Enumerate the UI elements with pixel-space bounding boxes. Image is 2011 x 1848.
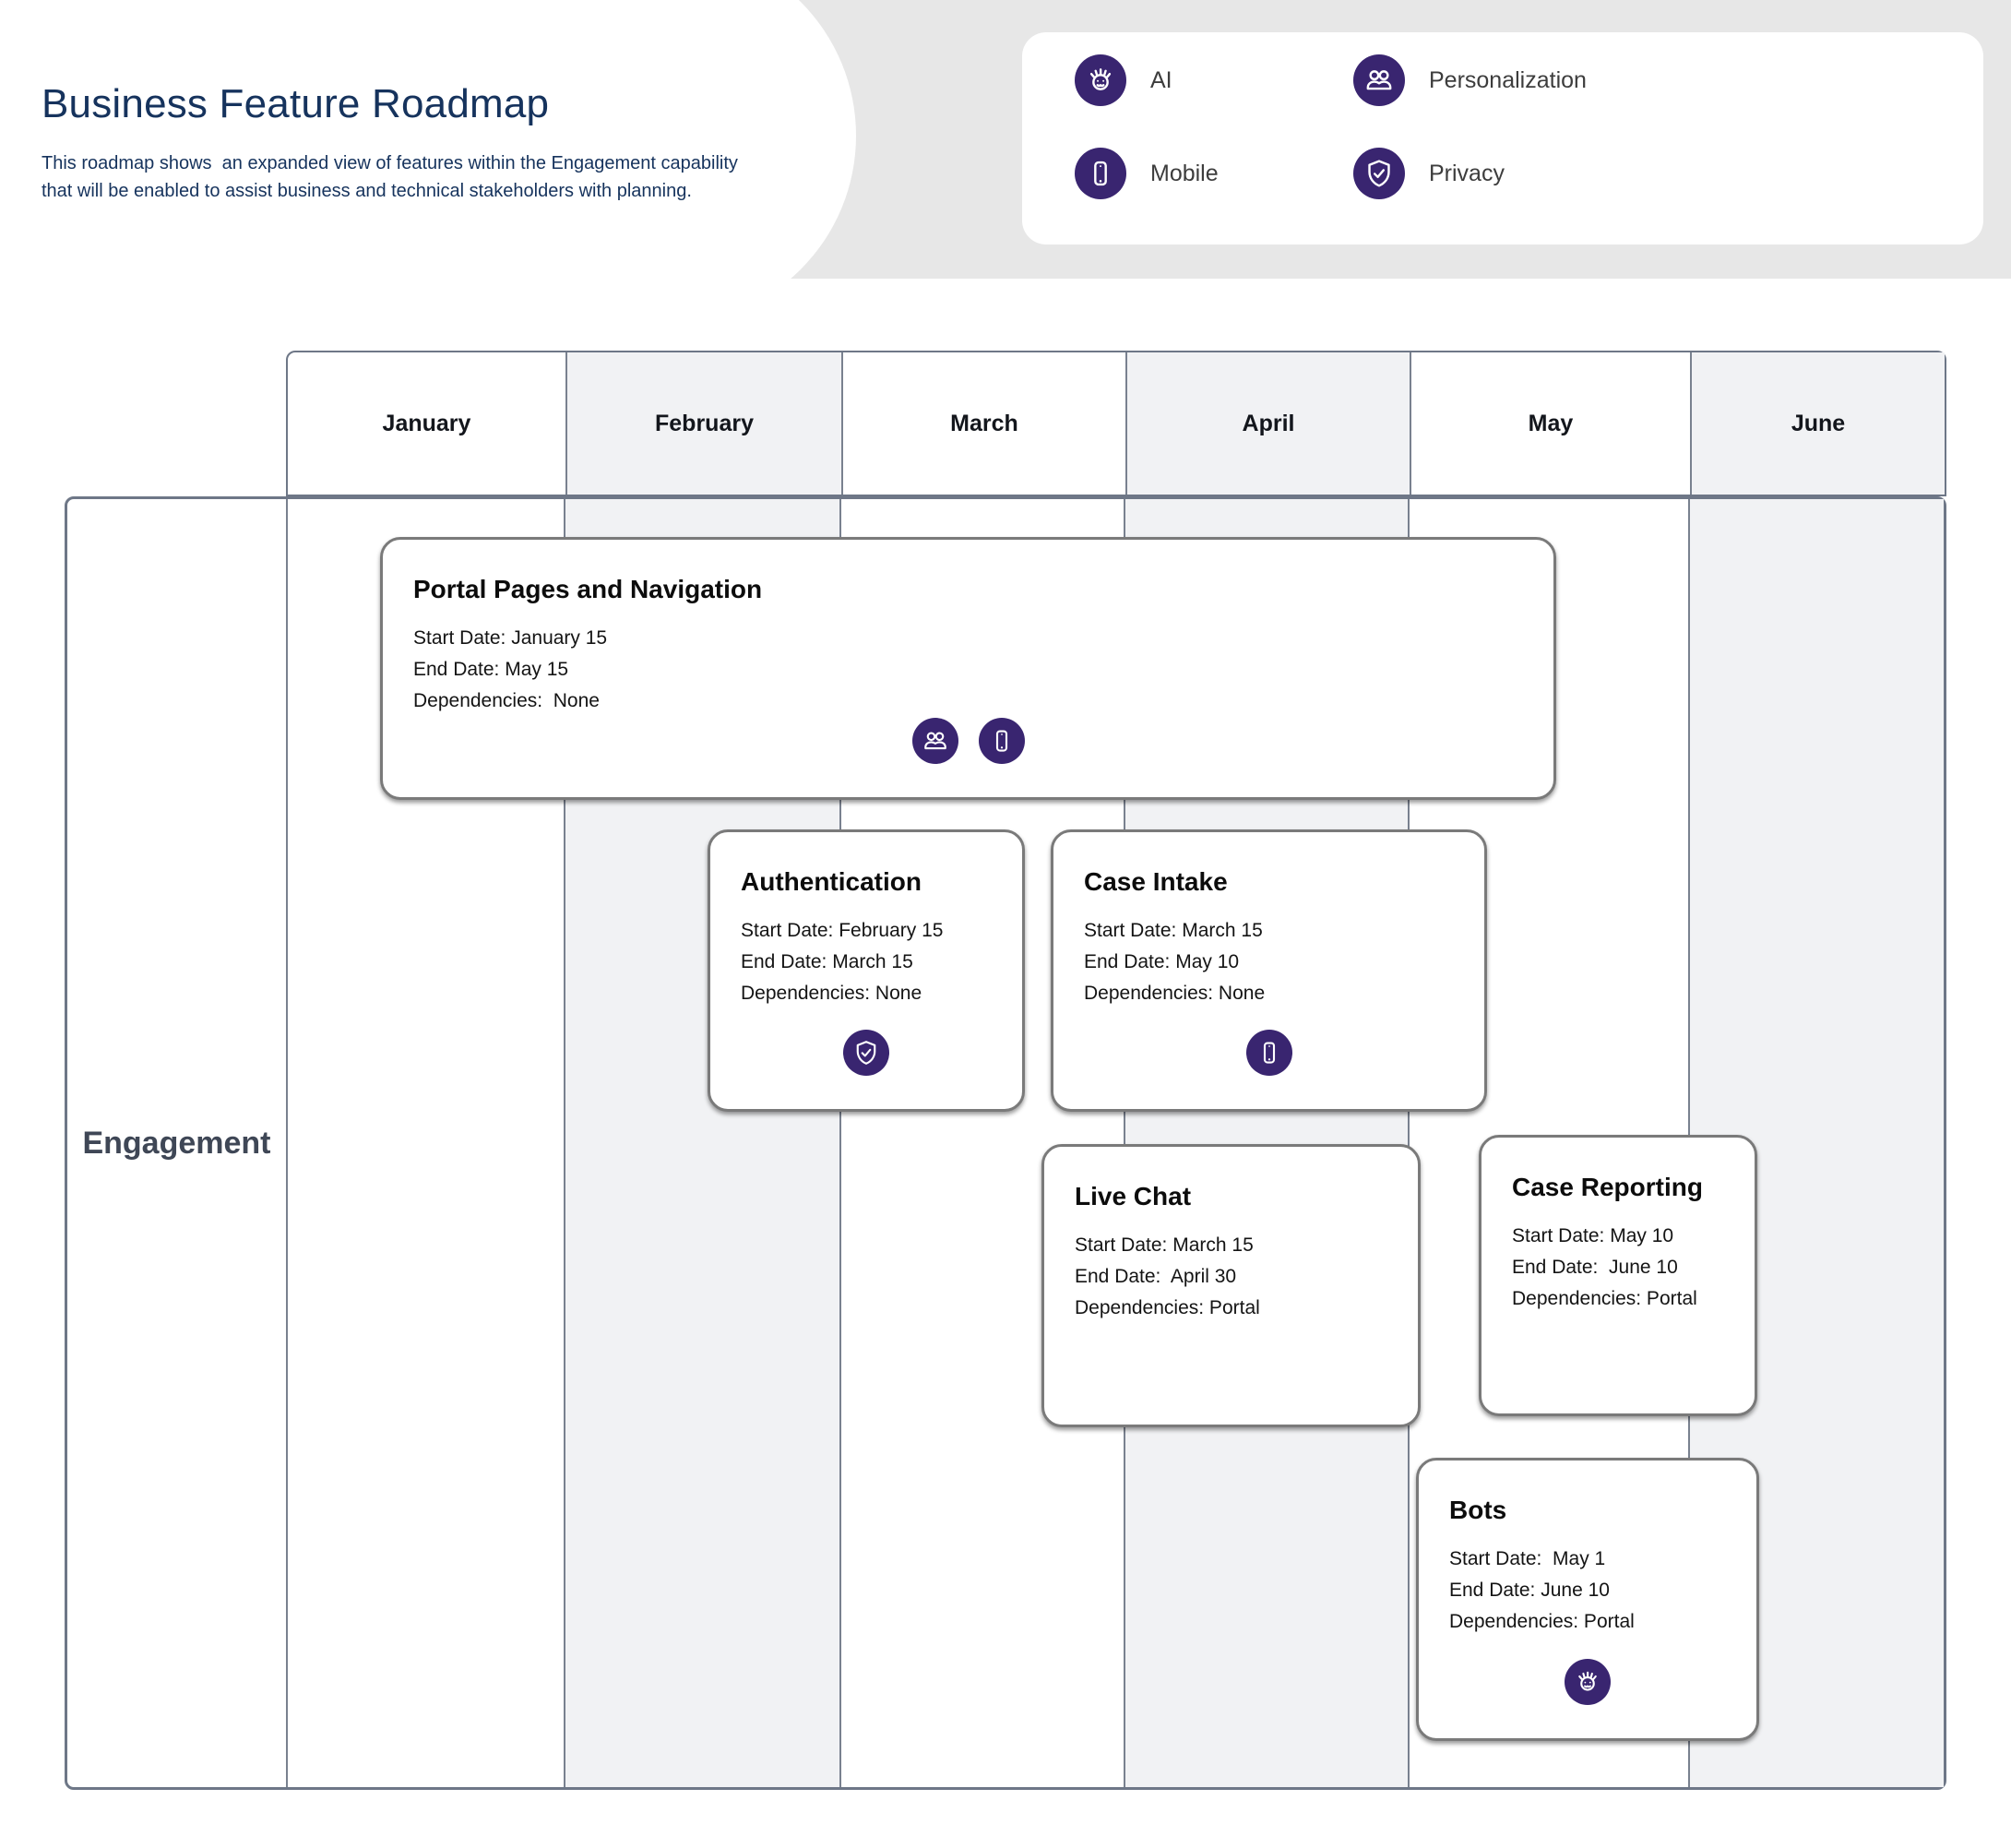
month-header-june: June	[1690, 352, 1945, 495]
feature-icon-row	[1419, 1659, 1756, 1705]
feature-title: Bots	[1449, 1496, 1507, 1524]
feature-card-live-chat: Live Chat Start Date: March 15 End Date:…	[1041, 1144, 1421, 1427]
mobile-icon	[1075, 148, 1126, 199]
feature-end-date: End Date: March 15	[741, 951, 913, 972]
month-header-february: February	[565, 352, 841, 495]
gridline-mar-apr	[1124, 499, 1125, 1787]
feature-card-portal-pages: Portal Pages and Navigation Start Date: …	[380, 537, 1556, 800]
title-block: Business Feature Roadmap This roadmap sh…	[42, 81, 761, 205]
feature-dependencies: Dependencies: Portal	[1512, 1288, 1697, 1309]
row-label-box: Engagement	[67, 499, 286, 1787]
feature-title: Case Intake	[1084, 867, 1228, 896]
legend-label-privacy: Privacy	[1429, 160, 1505, 186]
feature-card-case-reporting: Case Reporting Start Date: May 10 End Da…	[1479, 1135, 1757, 1416]
legend-label-personalization: Personalization	[1429, 66, 1587, 93]
feature-start-date: Start Date: January 15	[413, 627, 608, 649]
legend-label-ai: AI	[1150, 66, 1172, 93]
legend-item-ai: AI	[1075, 54, 1172, 106]
legend-item-personalization: Personalization	[1353, 54, 1587, 106]
gridline-jan-feb	[564, 499, 565, 1787]
feature-start-date: Start Date: February 15	[741, 920, 944, 941]
feature-dependencies: Dependencies: Portal	[1075, 1297, 1260, 1318]
feature-dependencies: Dependencies: None	[741, 983, 922, 1004]
feature-dependencies: Dependencies: None	[413, 690, 600, 711]
feature-title: Live Chat	[1075, 1182, 1192, 1210]
row-label-divider	[286, 499, 288, 1787]
personalization-icon	[1353, 54, 1405, 106]
gridline-apr-may	[1408, 499, 1410, 1787]
banner-curve-cutout	[478, 0, 856, 325]
legend-item-privacy: Privacy	[1353, 148, 1505, 199]
mobile-icon	[978, 718, 1025, 764]
page-subtitle: This roadmap shows an expanded view of f…	[42, 153, 744, 201]
feature-title: Authentication	[741, 867, 922, 896]
page-title: Business Feature Roadmap	[42, 81, 550, 126]
privacy-icon	[843, 1030, 889, 1076]
mobile-icon	[1245, 1030, 1292, 1076]
feature-icon-row	[383, 718, 1553, 764]
month-header-january: January	[382, 410, 471, 436]
timeline-month-header: January February March April May June	[286, 351, 1946, 496]
legend-item-mobile: Mobile	[1075, 148, 1219, 199]
feature-title: Case Reporting	[1512, 1173, 1703, 1201]
feature-end-date: End Date: May 10	[1084, 951, 1240, 972]
feature-dependencies: Dependencies: Portal	[1449, 1611, 1635, 1632]
feature-end-date: End Date: April 30	[1075, 1266, 1237, 1287]
feature-card-case-intake: Case Intake Start Date: March 15 End Dat…	[1051, 829, 1487, 1112]
gridline-feb-mar	[839, 499, 841, 1787]
feature-card-authentication: Authentication Start Date: February 15 E…	[708, 829, 1025, 1112]
einstein-ai-icon	[1565, 1659, 1611, 1705]
month-header-march: March	[841, 352, 1125, 495]
feature-dependencies: Dependencies: None	[1084, 983, 1266, 1004]
row-label-engagement: Engagement	[82, 1125, 271, 1161]
month-header-april: April	[1125, 352, 1410, 495]
einstein-ai-icon	[1075, 54, 1126, 106]
feature-card-bots: Bots Start Date: May 1 End Date: June 10…	[1416, 1458, 1759, 1741]
feature-start-date: Start Date: May 1	[1449, 1548, 1606, 1569]
feature-start-date: Start Date: March 15	[1084, 920, 1263, 941]
privacy-icon	[1353, 148, 1405, 199]
feature-end-date: End Date: May 15	[413, 659, 569, 680]
legend-panel: AI Personalization Mobile	[1022, 32, 1983, 244]
feature-end-date: End Date: June 10	[1512, 1257, 1678, 1278]
legend-label-mobile: Mobile	[1150, 160, 1219, 186]
feature-end-date: End Date: June 10	[1449, 1580, 1610, 1601]
feature-start-date: Start Date: March 15	[1075, 1234, 1254, 1256]
personalization-icon	[911, 718, 958, 764]
feature-icon-row	[710, 1030, 1022, 1076]
feature-title: Portal Pages and Navigation	[413, 575, 763, 603]
feature-icon-row	[1053, 1030, 1484, 1076]
feature-start-date: Start Date: May 10	[1512, 1225, 1674, 1246]
month-header-may: May	[1410, 352, 1690, 495]
